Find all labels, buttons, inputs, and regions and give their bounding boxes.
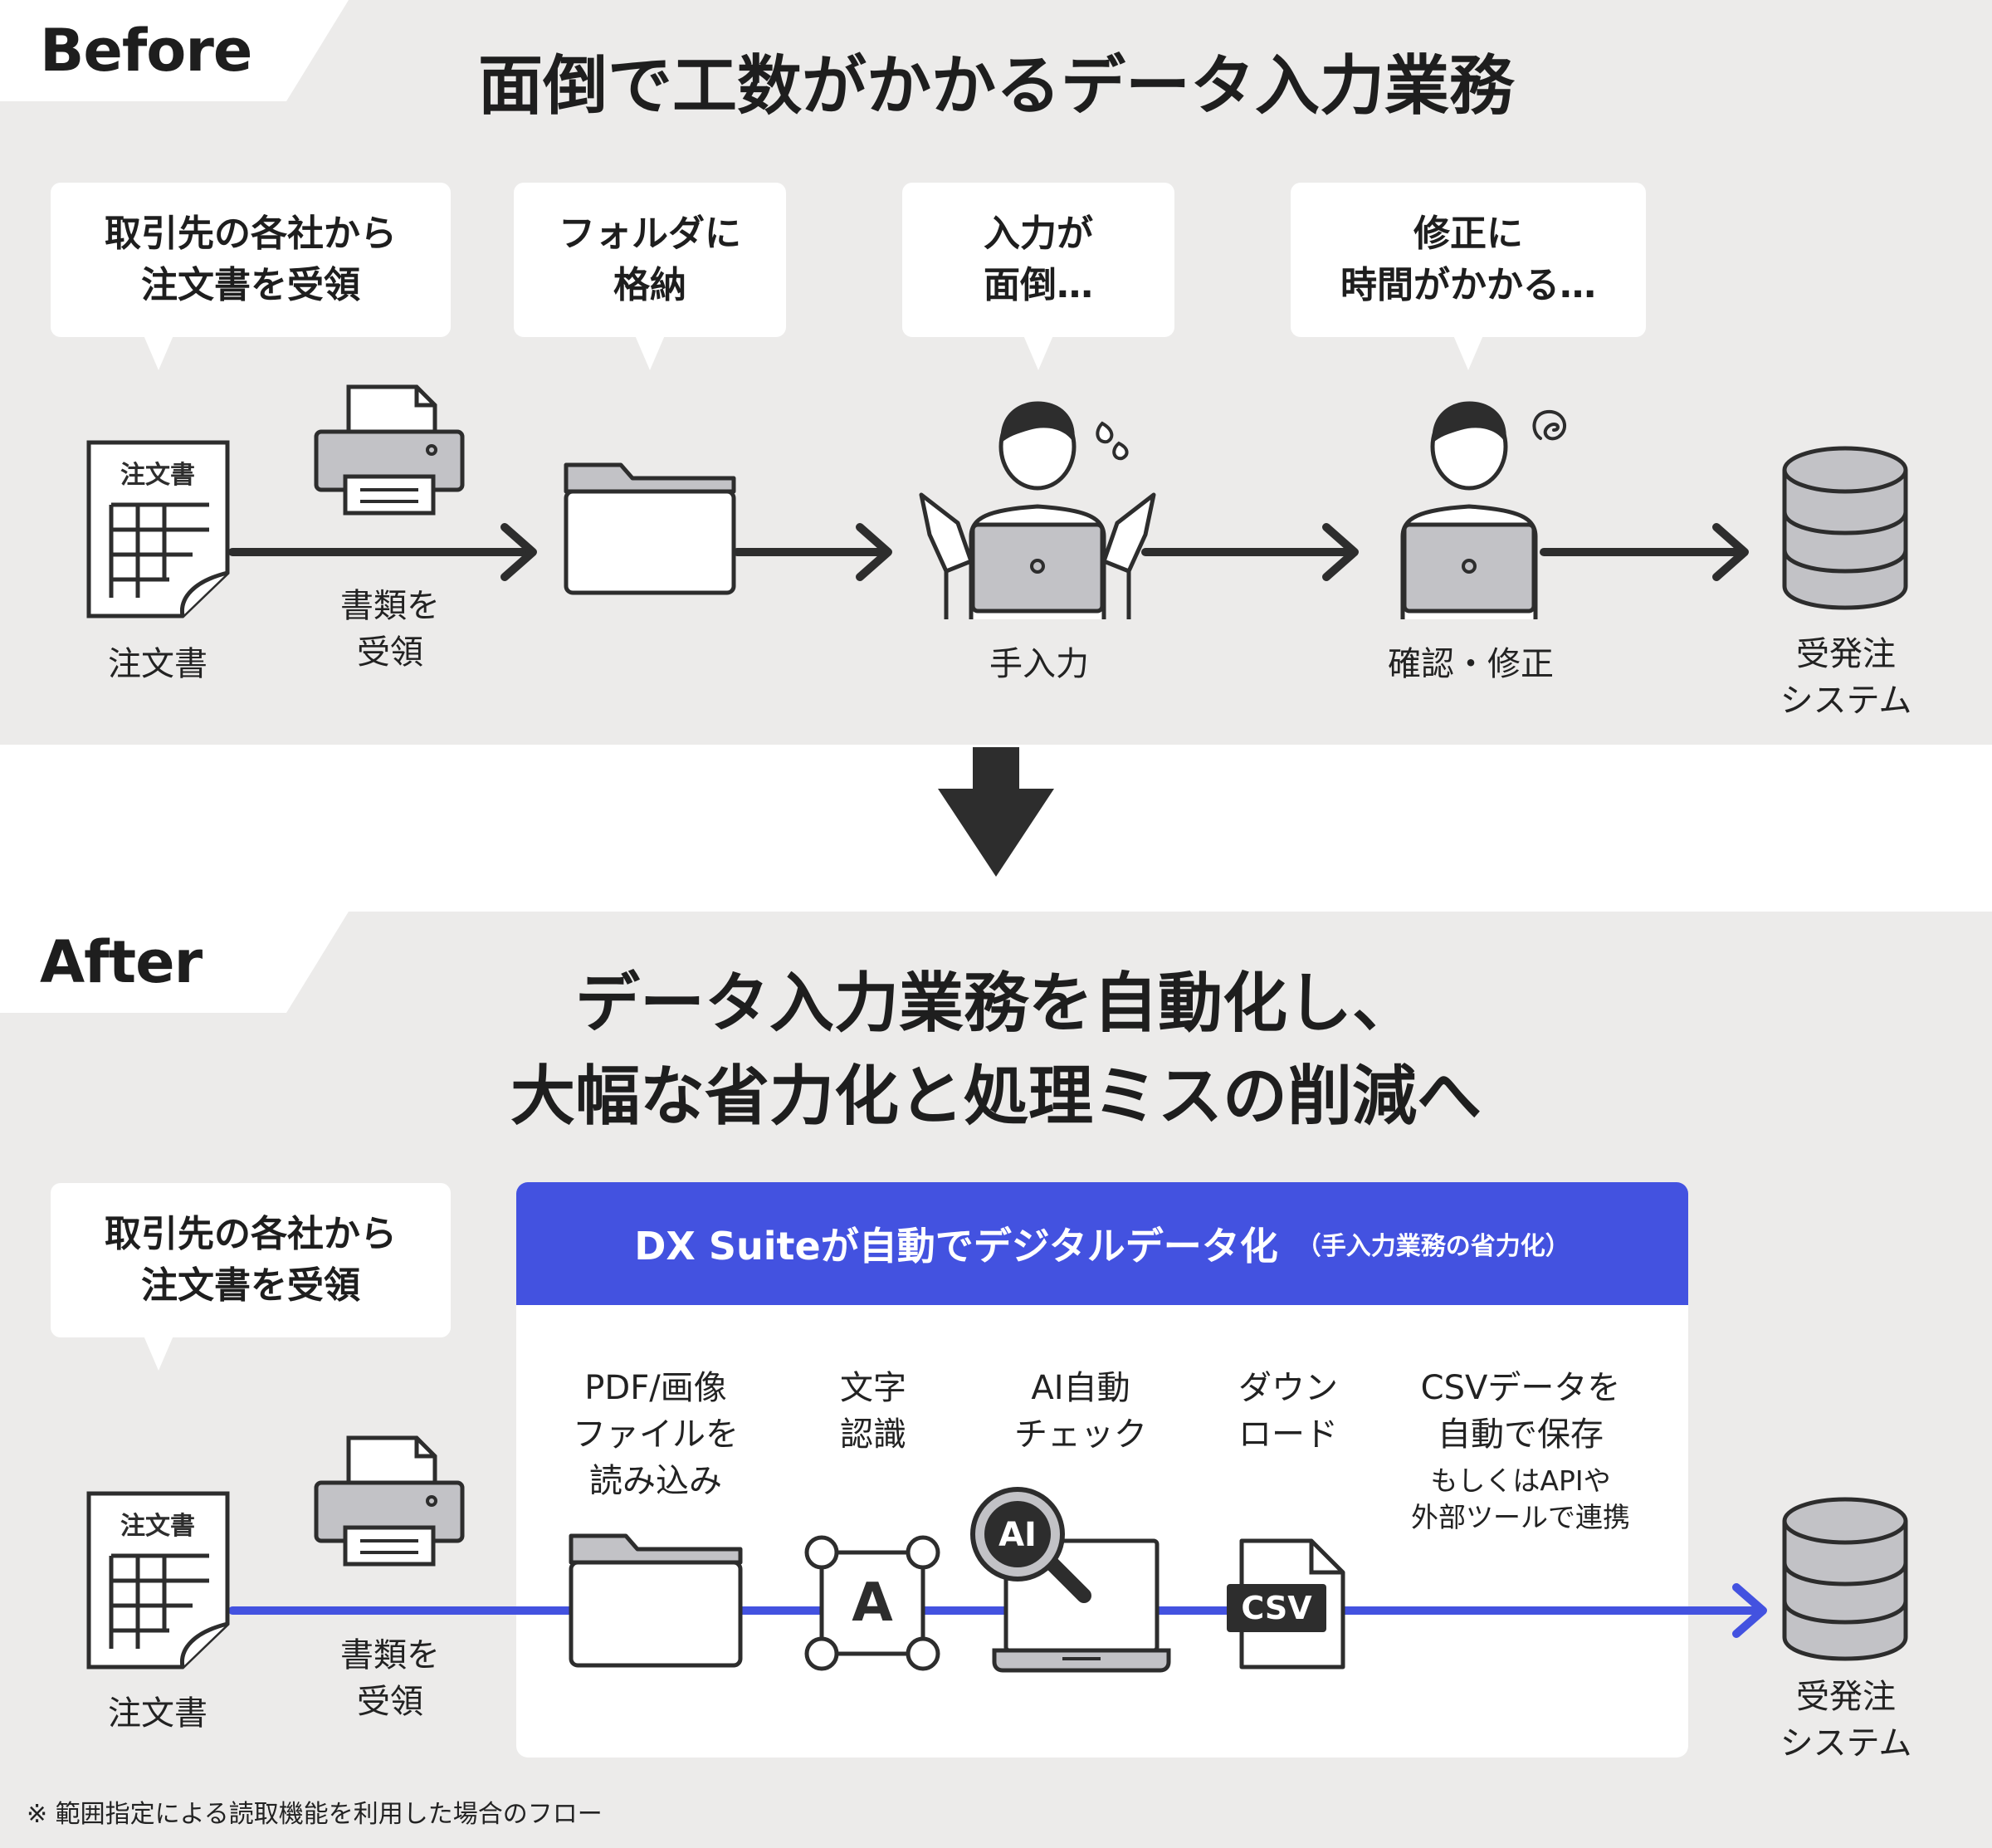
folder-icon bbox=[564, 462, 736, 595]
ai-badge-text: AI bbox=[998, 1516, 1037, 1554]
label-receive-docs: 書類を 受領 bbox=[340, 587, 440, 672]
footnote: ※ 範囲指定による読取機能を利用した場合のフロー bbox=[27, 1800, 603, 1829]
ai-check-laptop-icon: AI bbox=[970, 1487, 1171, 1673]
label-order-doc: 注文書 bbox=[108, 645, 208, 683]
before-panel bbox=[0, 0, 1992, 745]
csv-text: CSV bbox=[1241, 1590, 1312, 1626]
after-flow-line bbox=[228, 1583, 1767, 1638]
after-order-document-icon: 注文書 bbox=[86, 1491, 230, 1670]
worker-manual-input-icon bbox=[919, 401, 1156, 619]
after-label-receive-docs: 書類を 受領 bbox=[340, 1636, 440, 1721]
before-tag-label: Before bbox=[40, 17, 252, 85]
worker-check-fix-icon bbox=[1400, 401, 1566, 619]
bubble-receive-orders: 取引先の各社から 注文書を受領 bbox=[51, 183, 451, 370]
after-order-doc-title: 注文書 bbox=[120, 1512, 195, 1541]
transition-down-arrow-icon bbox=[938, 747, 1054, 877]
bubble-fix-time: 修正に 時間がかかる… bbox=[1291, 183, 1646, 370]
dx-suite-header-title: DX Suiteが自動でデジタルデータ化 bbox=[634, 1224, 1278, 1269]
after-headline-line1: データ入力業務を自動化し、 bbox=[574, 966, 1417, 1041]
after-tag-label: After bbox=[40, 928, 203, 996]
bubble-input-tedious: 入力が 面倒… bbox=[902, 183, 1174, 370]
step-save-csv-note: もしくはAPIや 外部ツールで連携 bbox=[1411, 1464, 1630, 1533]
printer-icon bbox=[314, 384, 465, 516]
after-tag: After bbox=[0, 912, 349, 1013]
after-label-order-doc: 注文書 bbox=[108, 1694, 208, 1733]
after-database-icon bbox=[1782, 1497, 1908, 1661]
before-tag: Before bbox=[0, 0, 349, 101]
after-bubble-receive-orders: 取引先の各社から 注文書を受領 bbox=[51, 1183, 451, 1371]
ocr-letter: A bbox=[852, 1572, 893, 1634]
label-check-fix: 確認・修正 bbox=[1388, 645, 1554, 683]
step-save-csv: CSVデータを 自動で保存 bbox=[1420, 1369, 1621, 1454]
order-document-icon: 注文書 bbox=[86, 440, 230, 618]
ocr-letter-icon: A bbox=[804, 1535, 940, 1671]
step-ai-check: AI自動 チェック bbox=[1014, 1369, 1147, 1454]
step-download: ダウン ロード bbox=[1238, 1369, 1338, 1454]
dx-suite-header: DX Suiteが自動でデジタルデータ化 （手入力業務の省力化） bbox=[516, 1182, 1688, 1305]
after-headline-line2: 大幅な省力化と処理ミスの削減へ bbox=[510, 1059, 1482, 1134]
order-doc-title: 注文書 bbox=[120, 461, 195, 490]
step-ocr: 文字 認識 bbox=[840, 1369, 906, 1454]
csv-file-icon: CSV bbox=[1227, 1538, 1345, 1670]
database-icon bbox=[1782, 446, 1908, 610]
after-printer-icon bbox=[314, 1435, 465, 1567]
bubble-store-folder: フォルダに 格納 bbox=[514, 183, 786, 370]
after-label-order-system: 受発注 システム bbox=[1780, 1678, 1912, 1762]
dx-suite-header-subtitle: （手入力業務の省力化） bbox=[1296, 1232, 1570, 1261]
label-order-system: 受発注 システム bbox=[1780, 635, 1912, 720]
before-flow-arrows bbox=[228, 523, 1749, 581]
label-manual-input: 手入力 bbox=[989, 645, 1089, 683]
before-headline: 面倒で工数がかかるデータ入力業務 bbox=[477, 49, 1514, 124]
after-folder-icon bbox=[569, 1533, 743, 1668]
step-read-files: PDF/画像 ファイルを 読み込み bbox=[573, 1369, 739, 1500]
